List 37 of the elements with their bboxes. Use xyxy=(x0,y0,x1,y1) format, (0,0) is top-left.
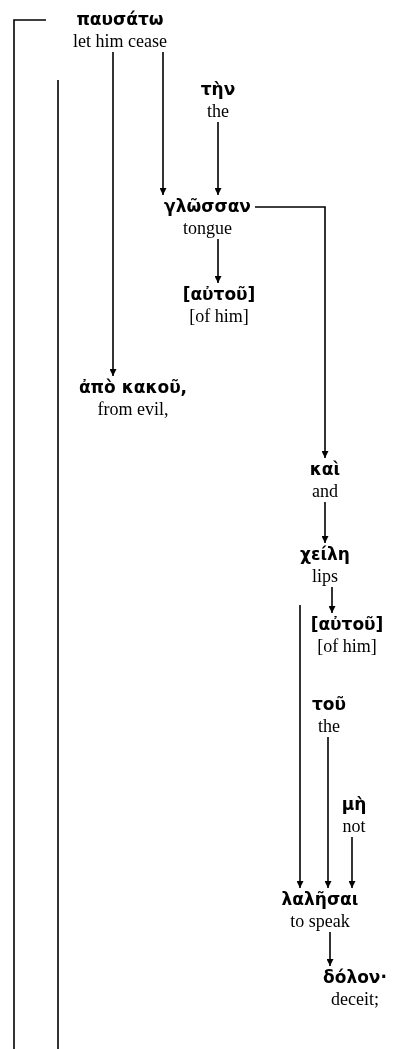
greek-word: καὶ xyxy=(308,458,342,480)
greek-word: χείλη xyxy=(299,543,351,565)
greek-word: λαλῆσαι xyxy=(280,888,360,910)
greek-word: τοῦ xyxy=(311,693,347,715)
english-gloss: to speak xyxy=(289,910,351,932)
arrow xyxy=(214,238,222,284)
greek-word: [αὐτοῦ] xyxy=(309,613,385,635)
connector-line xyxy=(13,19,47,1049)
english-gloss: tongue xyxy=(182,217,233,239)
arrow xyxy=(296,604,304,889)
greek-word: γλῶσσαν xyxy=(163,195,252,217)
english-gloss: deceit; xyxy=(330,988,380,1010)
greek-word: τὴν xyxy=(199,78,237,100)
greek-word: παυσάτω xyxy=(75,8,165,30)
english-gloss: let him cease xyxy=(72,30,168,52)
greek-word: μὴ xyxy=(340,793,368,815)
english-gloss: [of him] xyxy=(316,635,378,657)
arrow xyxy=(321,501,329,544)
greek-word: δόλον· xyxy=(322,966,388,988)
english-gloss: not xyxy=(341,815,367,837)
greek-word: [αὐτοῦ] xyxy=(181,283,257,305)
arrow xyxy=(254,206,329,459)
arrow xyxy=(348,836,356,889)
english-gloss: and xyxy=(311,480,339,502)
arrow xyxy=(159,51,167,196)
arrow xyxy=(214,121,222,196)
arrow xyxy=(324,736,332,889)
english-gloss: from evil, xyxy=(96,398,170,420)
arrow xyxy=(109,51,117,377)
english-gloss: the xyxy=(206,100,230,122)
greek-word: ἀπὸ κακοῦ, xyxy=(78,376,188,398)
arrow xyxy=(328,586,336,614)
connector-line xyxy=(57,79,59,1049)
arrow xyxy=(326,931,334,967)
english-gloss: [of him] xyxy=(188,305,250,327)
english-gloss: the xyxy=(317,715,341,737)
english-gloss: lips xyxy=(311,565,339,587)
